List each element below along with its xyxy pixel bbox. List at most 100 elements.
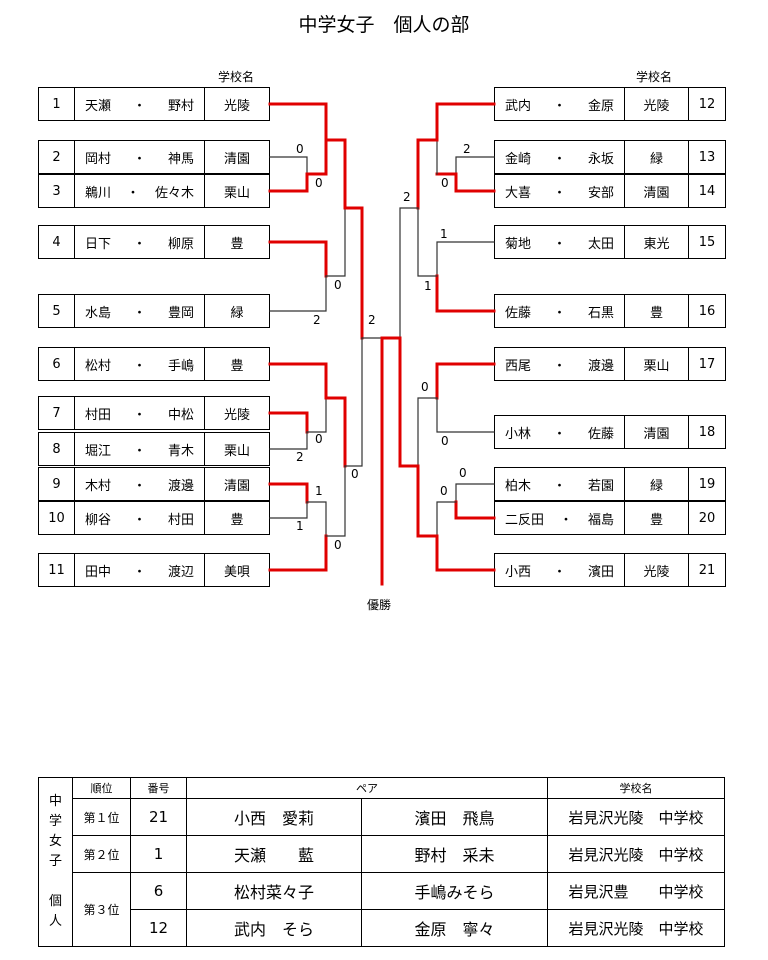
line-top-q	[324, 138, 347, 210]
player1-name: 小林	[505, 426, 532, 442]
entry-number: 13	[698, 149, 716, 165]
entry-school: 豊	[230, 512, 244, 528]
separator: ・	[559, 512, 573, 528]
entry-number: 10	[39, 502, 75, 534]
entry-number: 16	[698, 303, 716, 319]
separator: ・	[132, 564, 146, 580]
school-cell: 岩見沢豊 中学校	[547, 872, 725, 910]
score: 1	[315, 484, 323, 498]
entry-pair: 木村・渡邊	[75, 468, 205, 500]
entry-pair: 天瀬・野村	[75, 88, 205, 120]
category-char: 人	[48, 914, 62, 929]
player2-cell: 金原 寧々	[361, 909, 548, 947]
line-78-r2	[306, 397, 327, 433]
entry-number: 21	[698, 562, 716, 578]
entry-number: 12	[698, 96, 716, 112]
entry-pair: 日下・柳原	[75, 226, 205, 258]
entry-number: 19	[698, 476, 716, 492]
player1-cell: 天瀬 藍	[186, 835, 362, 873]
entry-pair: 柳谷・村田	[75, 502, 205, 534]
entry-school: 清園	[625, 416, 689, 448]
results-header-row: 中 学 女 子 個 人 順位 番号 ペア 学校名	[38, 777, 725, 947]
player2-name: 若園	[587, 478, 614, 494]
category-char: 学	[48, 814, 62, 829]
player1-name: 岡村	[85, 151, 112, 167]
separator: ・	[126, 185, 140, 201]
score: 2	[296, 450, 304, 464]
score: 0	[334, 538, 342, 552]
player1-name: 小西	[505, 564, 532, 580]
player1-name: 大喜	[505, 185, 532, 201]
player1-name: 武内	[505, 98, 532, 114]
entry-school: 豊	[230, 358, 244, 374]
line-21-q	[416, 464, 439, 538]
category-char: 子	[48, 854, 62, 869]
page-title: 中学女子 個人の部	[298, 14, 470, 36]
separator: ・	[552, 426, 566, 442]
entry-school: 光陵	[223, 98, 250, 114]
player1-name: 水島	[85, 305, 112, 321]
line-17-q	[417, 397, 438, 467]
player1-name: 村田	[85, 407, 112, 423]
player2-name: 福島	[587, 512, 614, 528]
entry-pair: 金崎・永坂	[495, 141, 625, 173]
player1-name: 金崎	[505, 151, 532, 167]
line-top-s	[343, 206, 364, 340]
player1-name: 田中	[85, 564, 112, 580]
entry-pair: 小林・佐藤	[495, 416, 625, 448]
separator: ・	[552, 564, 566, 580]
entry-school: 豊	[625, 295, 689, 327]
entry-pair: 二反田・福島	[495, 502, 625, 534]
entry-pair: 柏木・若園	[495, 468, 625, 500]
player1-name: 西尾	[505, 358, 532, 374]
entry-school: 栗山	[625, 348, 689, 380]
pair-header: ペア	[186, 777, 548, 799]
entry-school: 栗山	[223, 443, 250, 459]
entry-pair: 岡村・神馬	[75, 141, 205, 173]
score: 1	[296, 519, 304, 533]
entry-school: 清園	[223, 151, 250, 167]
score: 0	[334, 278, 342, 292]
entry-number: 15	[698, 234, 716, 250]
player1-name: 柏木	[505, 478, 532, 494]
score: 2	[368, 313, 376, 327]
entry-school: 栗山	[223, 185, 250, 201]
result-row: 第２位 1 天瀬 藍 野村 采未 岩見沢光陵 中学校	[39, 835, 725, 873]
line-19-r1	[455, 483, 495, 503]
entry-number: 3	[39, 175, 75, 207]
entry-number: 11	[39, 554, 75, 586]
number-cell: 21	[130, 798, 187, 836]
line-12-r2	[435, 102, 496, 142]
line-11-q	[325, 465, 346, 537]
player2-name: 安部	[587, 185, 614, 201]
score: 1	[440, 227, 448, 241]
winner-label: 優勝	[367, 598, 392, 612]
line-8-r1	[269, 431, 308, 450]
line-10-r1	[269, 501, 308, 519]
school-cell: 岩見沢光陵 中学校	[547, 909, 725, 947]
player1-name: 柳谷	[85, 512, 112, 528]
player2-name: 野村	[167, 98, 194, 114]
score: 1	[424, 279, 432, 293]
line-1-r2	[268, 102, 328, 176]
number-header: 番号	[130, 777, 187, 799]
player2-name: 神馬	[167, 151, 194, 167]
entry-school: 清園	[223, 478, 250, 494]
score: 0	[440, 484, 448, 498]
player2-name: 柳原	[167, 236, 194, 252]
entry-pair: 小西・濱田	[495, 554, 625, 586]
player2-name: 渡辺	[167, 564, 194, 580]
separator: ・	[132, 305, 146, 321]
separator: ・	[132, 236, 146, 252]
line-rt-s	[399, 207, 419, 339]
